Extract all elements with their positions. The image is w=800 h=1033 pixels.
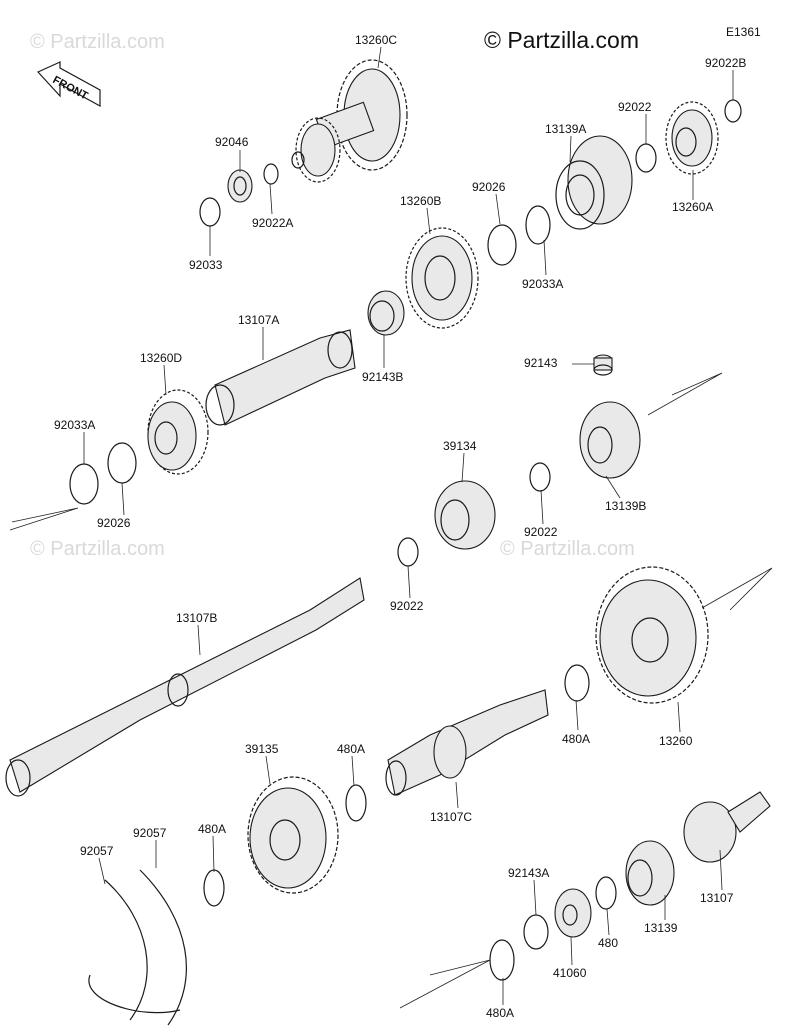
part-label-13107b[interactable]: 13107B [176,611,217,625]
part-label-92057-left[interactable]: 92057 [80,844,114,858]
washer-92022b-drawing [724,99,742,123]
part-label-13107[interactable]: 13107 [700,891,734,905]
gear-39134-drawing [434,480,496,550]
part-label-92033a-top[interactable]: 92033A [522,277,563,291]
watermark-mid-left: © Partzilla.com [30,538,165,560]
dog-13139b-drawing [579,401,641,479]
washer-92022a-drawing [263,163,279,185]
gear-13260d-drawing [147,389,209,475]
collar-41060-drawing [554,888,592,938]
leader-cut-right-top [647,372,723,416]
part-label-92022-top[interactable]: 92022 [618,100,652,114]
leader-lines [83,46,734,1005]
part-label-480[interactable]: 480 [598,936,618,950]
part-label-92033[interactable]: 92033 [189,258,223,272]
front-arrow-icon: FRONT [36,61,101,108]
part-label-13260c[interactable]: 13260C [355,33,397,47]
shaft-13107c-drawing [385,689,549,796]
part-label-13139b[interactable]: 13139B [605,499,646,513]
part-label-92057-right[interactable]: 92057 [133,826,167,840]
part-label-13260d[interactable]: 13260D [140,351,182,365]
washer-92026-left-drawing [107,442,137,484]
part-label-92022-mid[interactable]: 92022 [524,525,558,539]
part-label-92026-top[interactable]: 92026 [472,180,506,194]
bearing-92046-drawing [227,169,253,203]
circlip-480a-mid-drawing [345,784,367,822]
part-label-92022a[interactable]: 92022A [252,216,293,230]
circlip-480-drawing [595,876,617,910]
part-label-92143b[interactable]: 92143B [362,370,403,384]
part-label-13139a[interactable]: 13139A [545,122,586,136]
bushing-92143a-drawing [523,914,549,950]
collar-92143-drawing [593,354,613,376]
part-label-92026-left[interactable]: 92026 [97,516,131,530]
part-label-92022b[interactable]: 92022B [705,56,746,70]
circlip-92033a-top-drawing [525,205,551,245]
watermark-top-left: © Partzilla.com [30,31,165,53]
sleeve-13139a-drawing [555,135,633,230]
part-label-92022-low[interactable]: 92022 [390,599,424,613]
part-label-92033a-left[interactable]: 92033A [54,418,95,432]
circlip-480a-right-drawing [564,664,590,702]
part-label-480a-left[interactable]: 480A [198,822,226,836]
gear-13260c-drawing [291,59,408,183]
part-label-13260b[interactable]: 13260B [400,194,441,208]
gear-13260-drawing [595,566,709,704]
leader-cut-right-mid [701,567,773,611]
svg-text:FRONT: FRONT [51,74,90,103]
part-label-41060[interactable]: 41060 [553,966,587,980]
hub-13139-drawing [625,840,675,906]
circlip-92033-drawing [199,197,221,227]
part-label-13107c[interactable]: 13107C [430,810,472,824]
part-label-480a-right[interactable]: 480A [562,732,590,746]
gear-39135-drawing [247,776,339,894]
washer-92022-low-drawing [397,537,419,567]
circlip-92033a-left-drawing [69,463,99,505]
diagram-code: E1361 [726,25,761,39]
gear-13260a-drawing [665,101,719,175]
gear-13260b-drawing [405,227,479,329]
washer-92022-mid-drawing [529,462,551,492]
partzilla-logo: © Partzilla.com [484,27,639,53]
washer-92026-top-drawing [487,224,517,266]
part-label-92143[interactable]: 92143 [524,356,558,370]
part-label-13260[interactable]: 13260 [659,734,693,748]
circlip-480a-left-drawing [203,869,225,907]
part-label-39134[interactable]: 39134 [443,439,477,453]
shaft-13107-drawing [683,791,771,863]
bushing-92143b-drawing [367,290,405,336]
chain-92057-drawing [88,869,187,1026]
leader-cut-bottom [399,959,491,1009]
part-label-480a-mid[interactable]: 480A [337,742,365,756]
washer-92022-top-drawing [635,143,657,173]
shaft-13107b-drawing [5,577,365,797]
watermark-mid-right: © Partzilla.com [500,538,635,560]
circlip-480a-bottom-drawing [489,939,515,981]
part-label-13139[interactable]: 13139 [644,921,678,935]
part-label-480a-bottom[interactable]: 480A [486,1006,514,1020]
part-label-92046[interactable]: 92046 [215,135,249,149]
leader-cut-left [9,507,79,531]
shaft-13107a-drawing [205,329,356,426]
part-label-13107a[interactable]: 13107A [238,313,279,327]
part-label-92143a[interactable]: 92143A [508,866,549,880]
part-label-39135[interactable]: 39135 [245,742,279,756]
part-label-13260a[interactable]: 13260A [672,200,713,214]
